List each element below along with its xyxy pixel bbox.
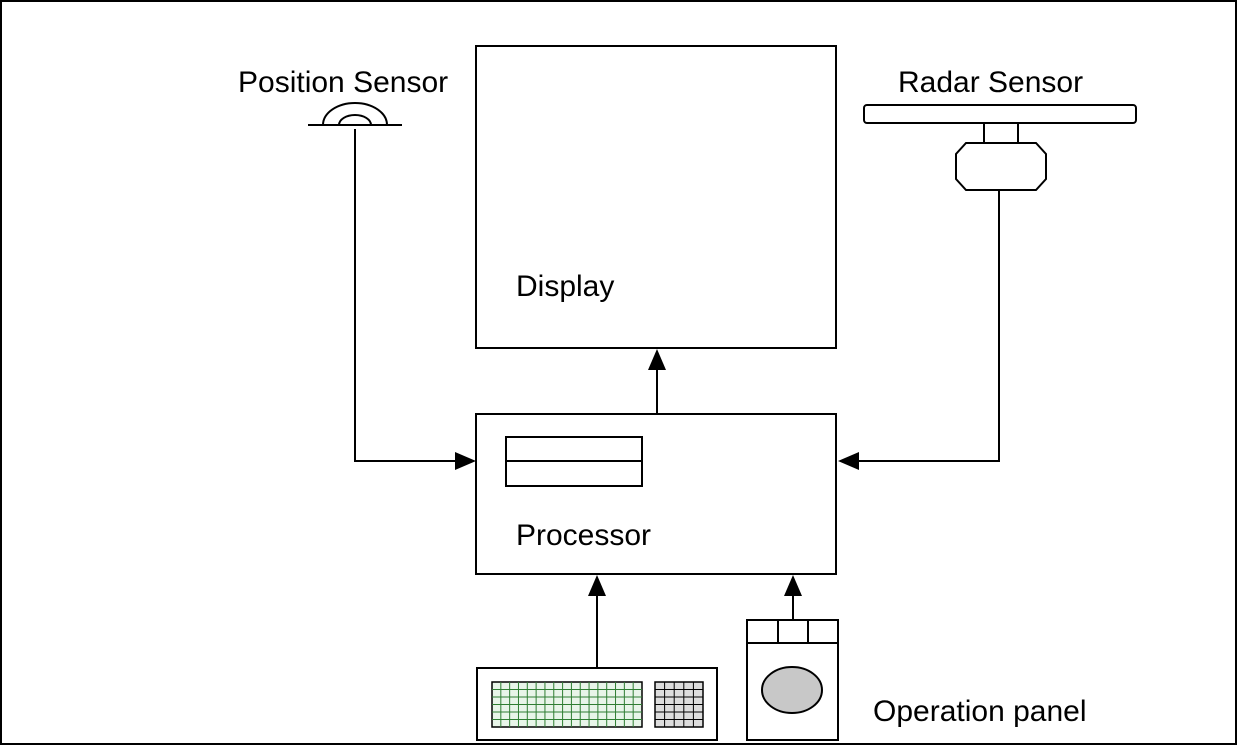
keyboard-main-keys-icon [491,681,643,728]
keyboard [476,667,718,741]
processor-unit: Processor [475,413,837,575]
keyboard-numpad-icon [654,681,704,728]
processor-to-display-arrow [648,349,666,370]
position-to-processor-line [354,129,460,462]
radar-sensor-label: Radar Sensor [898,66,1083,99]
position-sensor: Position Sensor [238,66,476,470]
position-to-processor-arrow [455,452,476,470]
trackball-unit [746,619,839,741]
radar-antenna-icon [863,104,1137,191]
display-unit: Display [475,45,837,349]
display-label: Display [516,270,614,303]
trackball-to-processor-arrow [784,575,802,596]
antenna-icon [308,102,402,126]
radar-sensor: Radar Sensor [838,66,1137,470]
operation-panel-label: Operation panel [873,695,1087,728]
processor-label: Processor [516,519,651,552]
trackball-icon [761,666,823,714]
keyboard-to-processor-arrow [588,575,606,596]
radar-to-processor-line [858,190,1000,462]
display-box [475,45,837,349]
drive-slot-icon [505,436,643,487]
radar-to-processor-arrow [838,452,859,470]
position-sensor-label: Position Sensor [238,66,448,99]
